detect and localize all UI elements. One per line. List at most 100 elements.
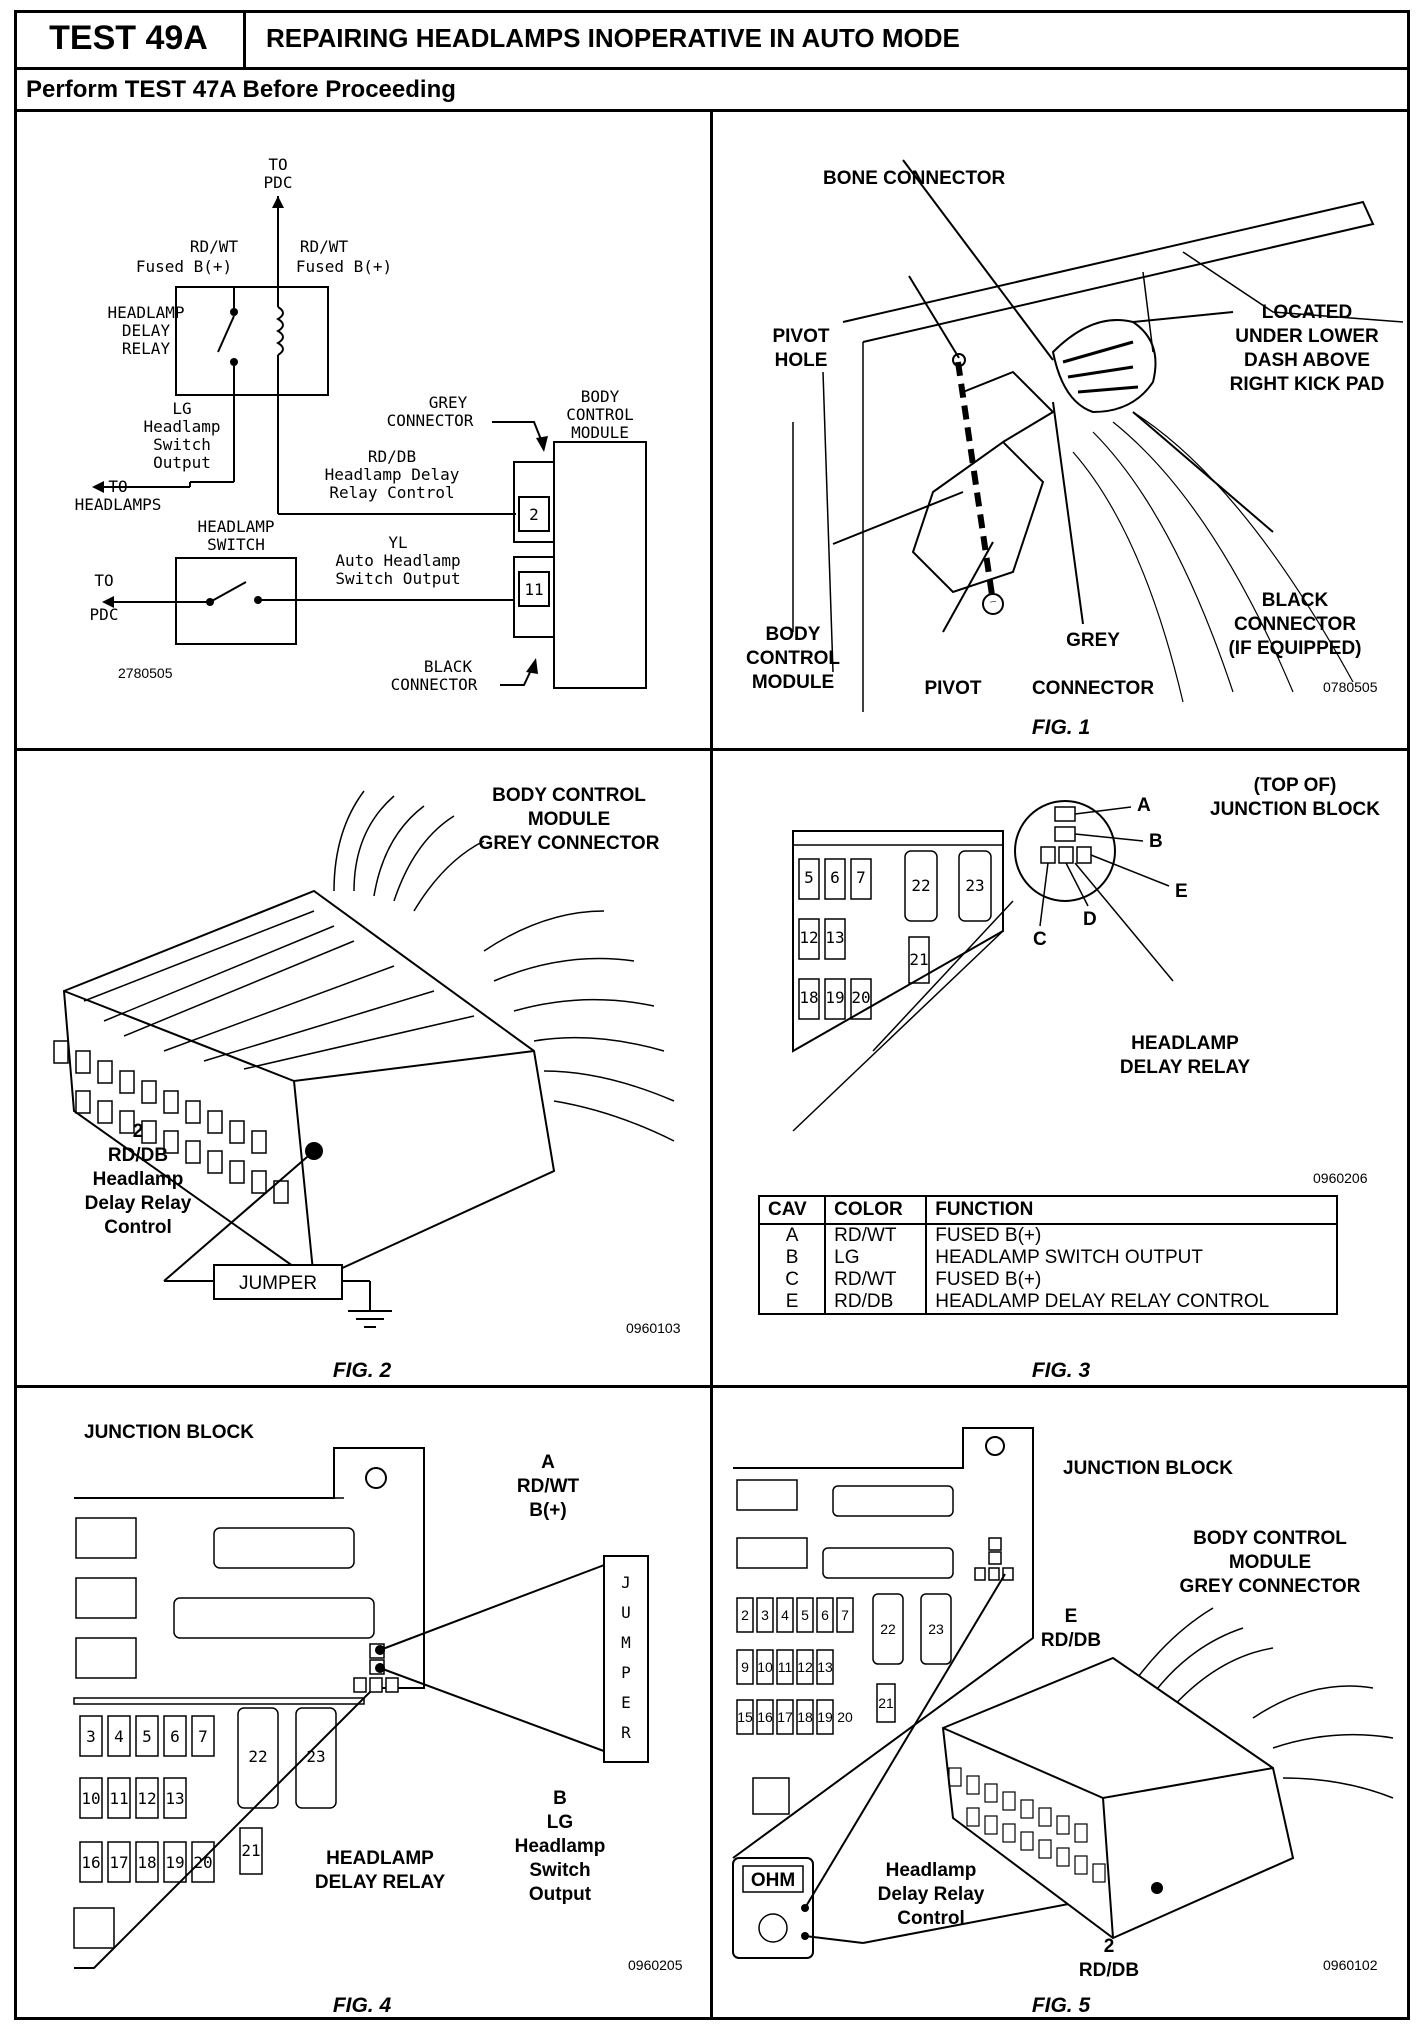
fig4-fuse-11: 11 xyxy=(109,1789,128,1808)
table-row: C RD/WT FUSED B(+) xyxy=(759,1269,1337,1291)
schematic-grey-connector-1: GREY xyxy=(429,393,468,412)
fig5-bcm-title-2: MODULE xyxy=(1229,1552,1311,1573)
schematic-switch-label-1: HEADLAMP xyxy=(197,517,274,536)
fig3-fuse-20: 20 xyxy=(851,988,870,1007)
fig1-grey-connector-1: GREY xyxy=(1066,630,1120,651)
fig1-pivot-hole-2: HOLE xyxy=(775,350,828,371)
schematic-rdwt-left-1: RD/WT xyxy=(190,237,239,256)
fig5-diagram: 2 3 4 5 6 7 22 23 9 10 11 12 13 21 15 16… xyxy=(732,1427,1394,2017)
table-cell: A xyxy=(759,1224,827,1247)
schematic-black-connector-2: CONNECTOR xyxy=(391,675,478,694)
fig1-code: 0780505 xyxy=(1323,679,1378,695)
schematic-relay-label-1: HEADLAMP xyxy=(107,303,184,322)
schematic-rdwt-left-2: Fused B(+) xyxy=(136,257,232,276)
fig2-diagram: JUMPER BODY CONTROL MODULE GREY CONNECTO… xyxy=(53,785,681,1382)
fig5-fuse-4: 4 xyxy=(781,1607,789,1623)
fig4-fuse-13: 13 xyxy=(165,1789,184,1808)
schematic-rddb-3: Relay Control xyxy=(329,483,454,502)
table-cell: LG xyxy=(825,1247,928,1269)
fig4-b-label-4: Switch xyxy=(529,1860,590,1881)
fig2-code: 0960103 xyxy=(626,1320,681,1336)
schematic-yl-1: YL xyxy=(388,533,407,552)
fig4-a-label-3: B(+) xyxy=(529,1500,566,1521)
fig5-control-label-1: Headlamp xyxy=(886,1860,977,1881)
fig5-e-label-2: RD/DB xyxy=(1041,1630,1101,1651)
schematic-bcm-label-3: MODULE xyxy=(571,423,629,442)
fig1-located-3: DASH ABOVE xyxy=(1244,350,1370,371)
fig2-title-2: MODULE xyxy=(528,809,610,830)
fig5-fuse-18: 18 xyxy=(797,1709,813,1725)
fig4-fuse-22: 22 xyxy=(248,1747,267,1766)
table-cell: FUSED B(+) xyxy=(935,1269,1042,1290)
fig5-fuse-10: 10 xyxy=(757,1659,773,1675)
fig4-a-label-2: RD/WT xyxy=(517,1476,580,1497)
fig3-diagram: 5 6 7 22 23 12 13 21 18 19 20 A B E D C … xyxy=(792,775,1380,1382)
fig3-fuse-19: 19 xyxy=(825,988,844,1007)
cavity-table: CAV COLOR FUNCTION A RD/WT FUSED B(+) B … xyxy=(758,1195,1338,1315)
fig3-pin-d: D xyxy=(1083,909,1097,930)
fig5-control-label-2: Delay Relay xyxy=(878,1884,985,1905)
schematic-yl-3: Switch Output xyxy=(335,569,460,588)
page-subtitle: Perform TEST 47A Before Proceeding xyxy=(14,70,1410,112)
fig2-wire-2: RD/DB xyxy=(108,1145,168,1166)
fig4-fuse-10: 10 xyxy=(81,1789,100,1808)
fig4-jumper-M: M xyxy=(621,1633,631,1652)
fig3-fuse-7: 7 xyxy=(856,868,866,887)
fig5-fuse-16: 16 xyxy=(757,1709,773,1725)
fig3-fuse-5: 5 xyxy=(804,868,814,887)
fig4-fuse-18: 18 xyxy=(137,1853,156,1872)
fig1-located-2: UNDER LOWER xyxy=(1235,326,1379,347)
fig5-fuse-20: 20 xyxy=(837,1709,853,1725)
fig3-pin-a: A xyxy=(1137,795,1151,816)
fig5-fuse-23: 23 xyxy=(928,1621,944,1637)
table-cell: E xyxy=(759,1291,827,1314)
fig4-relay-label-1: HEADLAMP xyxy=(326,1848,434,1869)
fig4-relay-label-2: DELAY RELAY xyxy=(315,1872,446,1893)
grid-divider-row1 xyxy=(14,748,1410,751)
fig5-fuse-15: 15 xyxy=(737,1709,753,1725)
page-title: REPAIRING HEADLAMPS INOPERATIVE IN AUTO … xyxy=(266,23,960,53)
fig1-grey-connector-2: CONNECTOR xyxy=(1032,678,1154,699)
fig3-fuse-22: 22 xyxy=(911,876,930,895)
fig4-fuse-12: 12 xyxy=(137,1789,156,1808)
grid-divider-vertical xyxy=(710,112,713,2020)
fig5-fuse-17: 17 xyxy=(777,1709,793,1725)
fig5-e-label-1: E xyxy=(1065,1606,1078,1627)
fig3-pin-c: C xyxy=(1033,929,1047,950)
fig1-diagram: BONE CONNECTOR LOCATED UNDER LOWER DASH … xyxy=(746,159,1404,739)
fig3-relay-label-2: DELAY RELAY xyxy=(1120,1057,1251,1078)
table-cell: C xyxy=(759,1269,827,1291)
fig1-located-1: LOCATED xyxy=(1262,302,1352,323)
table-row: B LG HEADLAMP SWITCH OUTPUT xyxy=(759,1247,1337,1269)
schematic-lg-label-1: LG xyxy=(172,399,191,418)
fig3-fuse-21: 21 xyxy=(909,950,928,969)
schematic-lg-label-4: Output xyxy=(153,453,211,472)
table-row: A RD/WT FUSED B(+) xyxy=(759,1224,1337,1247)
fig4-b-label-3: Headlamp xyxy=(515,1836,606,1857)
fig2-jumper-label: JUMPER xyxy=(239,1273,317,1294)
fig3-fuse-12: 12 xyxy=(799,928,818,947)
fig5-fuse-21: 21 xyxy=(878,1695,894,1711)
fig3-fuse-6: 6 xyxy=(830,868,840,887)
fig4-fuse-20: 20 xyxy=(193,1853,212,1872)
fig4-jumper-J: J xyxy=(621,1573,631,1592)
fig4-jumper-R: R xyxy=(621,1723,631,1742)
fig5-control-label-3: Control xyxy=(897,1908,965,1929)
fig4-jumper-E: E xyxy=(621,1693,631,1712)
fig3-title-2: JUNCTION BLOCK xyxy=(1210,799,1380,820)
schematic-to-headlamps-2: HEADLAMPS xyxy=(75,495,162,514)
schematic-lg-label-2: Headlamp xyxy=(143,417,220,436)
fig5-fuse-7: 7 xyxy=(841,1607,849,1623)
fig2-title-3: GREY CONNECTOR xyxy=(479,833,660,854)
schematic-rdwt-right-1: RD/WT xyxy=(300,237,349,256)
fig4-fuse-6: 6 xyxy=(170,1727,180,1746)
fig4-fuse-3: 3 xyxy=(86,1727,96,1746)
fig3-fuse-13: 13 xyxy=(825,928,844,947)
fig1-caption: FIG. 1 xyxy=(1032,716,1090,739)
fig2-wire-1: 2 xyxy=(133,1121,144,1142)
fig5-meter-label: OHM xyxy=(751,1870,795,1891)
fig2-title-1: BODY CONTROL xyxy=(492,785,646,806)
fig3-fuse-23: 23 xyxy=(965,876,984,895)
schematic-to-pdc-top-1: TO xyxy=(268,155,287,174)
fig5-fuse-13: 13 xyxy=(817,1659,833,1675)
